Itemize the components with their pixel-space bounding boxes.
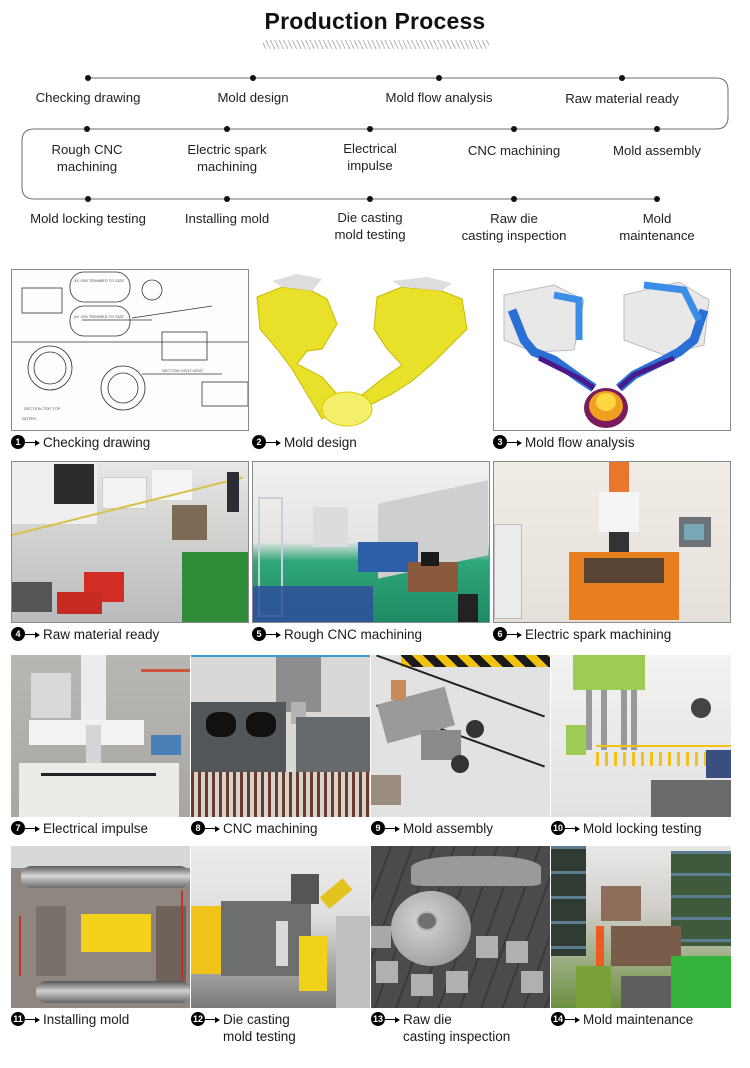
gallery-caption-1: 1 Checking drawing <box>11 434 150 451</box>
photo-edm-machine-white <box>11 655 190 817</box>
flow-step-label: Raw die casting inspection <box>461 211 567 243</box>
photo-cnc-machines-green-floor <box>252 461 490 623</box>
gallery-caption-14: 14 Mold maintenance <box>551 1011 694 1027</box>
photo-die-casting-machine-tie-bars <box>11 846 190 1008</box>
photo-green-hydraulic-press <box>551 655 731 817</box>
photo-yellow-3d-mold-model <box>252 269 490 431</box>
flow-step-label: CNC machining <box>467 143 561 158</box>
photo-die-casting-machine-yellow <box>191 846 370 1008</box>
step-number-badge: 13 <box>371 1012 385 1026</box>
step-number-badge: 5 <box>252 627 266 641</box>
arrow-right-icon <box>205 1011 220 1027</box>
gallery-caption-8: 8 CNC machining <box>191 820 318 837</box>
title-underline-decoration <box>263 40 489 49</box>
step-number-badge: 4 <box>11 627 25 641</box>
arrow-right-icon <box>25 626 40 642</box>
svg-text:NOTES:: NOTES: <box>22 416 37 421</box>
step-number-badge: 12 <box>191 1012 205 1026</box>
flow-step-label: Mold design <box>217 90 289 105</box>
step-number-badge: 8 <box>191 821 205 835</box>
photo-cnc-milling-mold-plate <box>191 655 370 817</box>
gallery-caption-4: 4 Raw material ready <box>11 626 159 643</box>
flow-step-label: Mold locking testing <box>30 211 146 226</box>
photo-mold-storage-warehouse <box>551 846 731 1008</box>
flow-step-label: Raw material ready <box>565 91 679 106</box>
gallery-caption-5: 5 Rough CNC machining <box>252 626 422 643</box>
flow-step-label: Electrical impulse <box>343 141 397 173</box>
step-number-badge: 3 <box>493 435 507 449</box>
flow-step-label: Installing mold <box>184 211 270 226</box>
gallery-caption-10: 10 Mold locking testing <box>551 820 702 836</box>
step-number-badge: 1 <box>11 435 25 449</box>
arrow-right-icon <box>565 820 580 836</box>
step-number-badge: 11 <box>11 1012 25 1026</box>
step-number-badge: 6 <box>493 627 507 641</box>
svg-text:4X .090 TRIMMED TO SIZE: 4X .090 TRIMMED TO SIZE <box>74 314 124 319</box>
arrow-right-icon <box>507 626 522 642</box>
photo-workshop-floor-green-mold <box>11 461 249 623</box>
gallery-caption-11: 11 Installing mold <box>11 1011 129 1028</box>
svg-text:SECTION VENT-VENT: SECTION VENT-VENT <box>162 368 204 373</box>
arrow-right-icon <box>25 820 40 836</box>
arrow-right-icon <box>25 434 40 450</box>
step-number-badge: 10 <box>551 821 565 835</box>
process-flow-connector <box>21 75 729 202</box>
gallery-caption-2: 2 Mold design <box>252 434 357 451</box>
arrow-right-icon <box>385 1011 400 1027</box>
step-number-badge: 14 <box>551 1012 565 1026</box>
flow-step-label: Die casting mold testing <box>334 210 406 242</box>
arrow-right-icon <box>385 820 400 836</box>
arrow-right-icon <box>507 434 522 450</box>
flow-step-label: Checking drawing <box>35 90 141 105</box>
photo-mold-parts-on-table <box>371 655 550 817</box>
svg-text:3X .090 TRIMMED TO SIZE: 3X .090 TRIMMED TO SIZE <box>74 278 124 283</box>
arrow-right-icon <box>205 820 220 836</box>
step-number-badge: 9 <box>371 821 385 835</box>
arrow-right-icon <box>266 434 281 450</box>
photo-blue-flow-simulation <box>493 269 731 431</box>
photo-raw-aluminum-castings <box>371 846 550 1008</box>
flow-step-label: Rough CNC machining <box>51 142 123 174</box>
gallery-caption-13: 13 Raw die casting inspection <box>371 1011 511 1044</box>
flow-step-label: Electric spark machining <box>187 142 267 174</box>
gallery-caption-3: 3 Mold flow analysis <box>493 434 635 451</box>
flow-step-label: Mold flow analysis <box>385 90 493 105</box>
step-number-badge: 2 <box>252 435 266 449</box>
photo-orange-edm-machine <box>493 461 731 623</box>
gallery-caption-12: 12 Die casting mold testing <box>191 1011 296 1044</box>
gallery-caption-7: 7 Electrical impulse <box>11 820 148 837</box>
arrow-right-icon <box>266 626 281 642</box>
flow-step-label: Mold assembly <box>613 143 701 158</box>
flow-step-label: Mold maintenance <box>619 211 695 243</box>
arrow-right-icon <box>565 1011 580 1027</box>
page-title: Production Process <box>264 8 486 34</box>
gallery-caption-9: 9 Mold assembly <box>371 820 493 837</box>
svg-text:SECTION TOP-TOP: SECTION TOP-TOP <box>24 406 61 411</box>
step-number-badge: 7 <box>11 821 25 835</box>
photo-technical-drawing: 3X .090 TRIMMED TO SIZE 4X .090 TRIMMED … <box>11 269 249 431</box>
arrow-right-icon <box>25 1011 40 1027</box>
gallery-caption-6: 6 Electric spark machining <box>493 626 671 643</box>
